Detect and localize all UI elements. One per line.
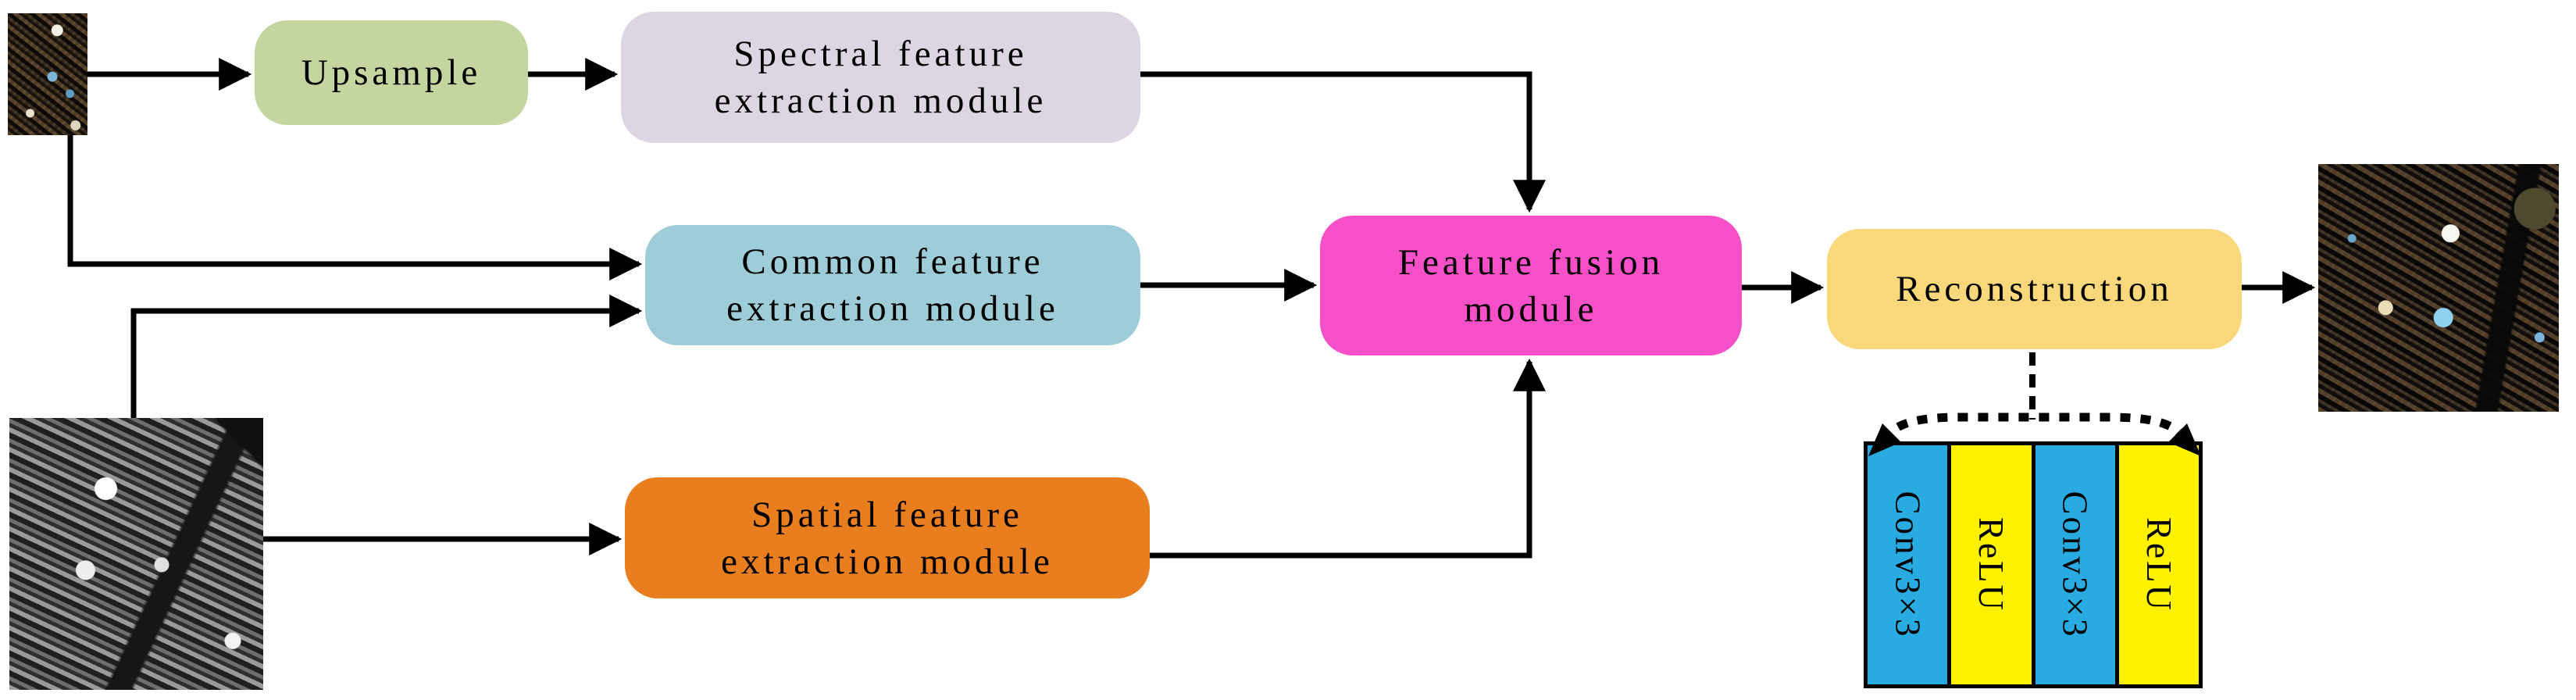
relu-layer-1: ReLU: [1951, 445, 2035, 684]
spectral-feature-module-node: Spectral feature extraction module: [621, 12, 1140, 143]
fusion-module-label-line1: Feature fusion: [1397, 241, 1664, 283]
spatial-module-label-line1: Spatial feature: [751, 494, 1023, 535]
multispectral-input-image: [8, 13, 87, 135]
arrow-ms-to-common: [67, 135, 643, 280]
upsample-node: Upsample: [255, 20, 528, 125]
common-module-label-line2: extraction module: [726, 288, 1059, 329]
conv3x3-layer-2: Conv3×3: [2035, 445, 2119, 684]
dashed-detail-callout: [1881, 352, 2189, 444]
arrow-spatial-to-fusion: [1150, 358, 1546, 559]
spectral-module-label-line2: extraction module: [714, 80, 1047, 121]
reconstruction-label: Reconstruction: [1896, 269, 2173, 309]
conv3x3-layer-1: Conv3×3: [1868, 445, 1952, 684]
arrow-pan-to-common: [130, 295, 643, 418]
reconstruction-node: Reconstruction: [1827, 229, 2242, 349]
fused-output-image: [2318, 164, 2559, 412]
panchromatic-input-image: [9, 418, 263, 690]
conv3x3-layer-1-label: Conv3×3: [1888, 491, 1928, 639]
relu-layer-2-label: ReLU: [2139, 517, 2178, 612]
upsample-label: Upsample: [301, 52, 482, 93]
dashed-bracket: [1881, 412, 2189, 444]
common-module-label-line1: Common feature: [741, 241, 1044, 282]
spatial-module-label-line2: extraction module: [721, 541, 1054, 582]
relu-layer-1-label: ReLU: [1971, 517, 2011, 612]
conv3x3-layer-2-label: Conv3×3: [2055, 491, 2095, 639]
arrow-spectral-to-fusion: [1140, 71, 1546, 213]
spatial-feature-module-node: Spatial feature extraction module: [625, 477, 1150, 598]
common-feature-module-node: Common feature extraction module: [645, 225, 1140, 345]
fusion-module-label-line2: module: [1464, 288, 1598, 330]
reconstruction-detail-box: Conv3×3 ReLU Conv3×3 ReLU: [1864, 441, 2203, 688]
feature-fusion-module-node: Feature fusion module: [1320, 216, 1742, 355]
relu-layer-2: ReLU: [2118, 445, 2199, 684]
spectral-module-label-line1: Spectral feature: [733, 34, 1028, 74]
